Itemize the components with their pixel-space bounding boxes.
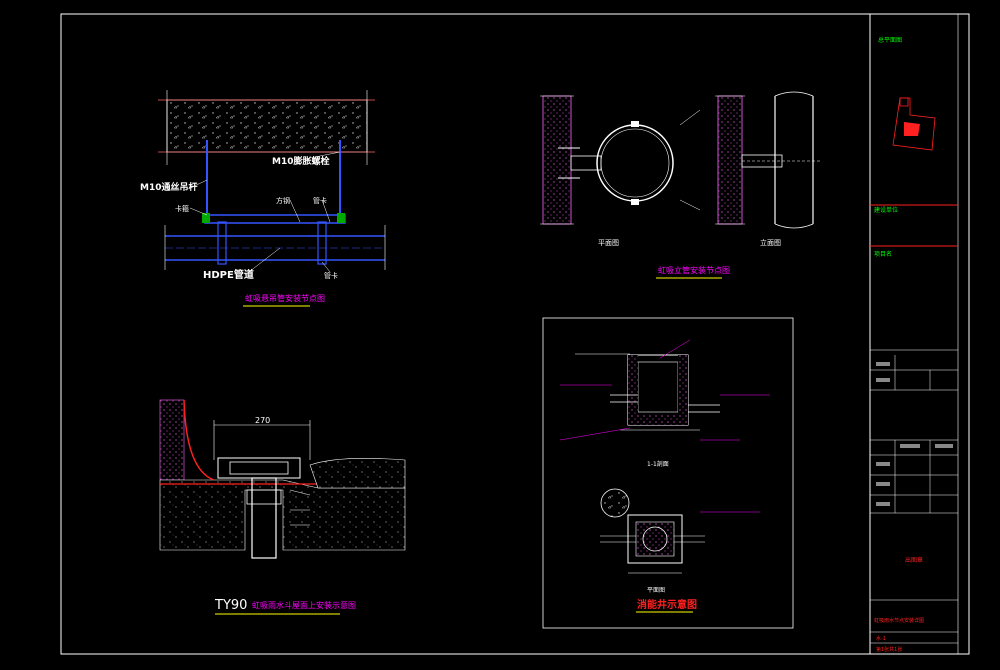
well-plan bbox=[600, 488, 760, 574]
outer-frame bbox=[60, 13, 970, 655]
label-m10-rod: M10通丝吊杆 bbox=[140, 181, 197, 193]
label-hdpe: HDPE管道 bbox=[203, 268, 254, 281]
label-m10-anchor: M10膨胀螺栓 bbox=[272, 155, 329, 167]
label-hoop: 管卡 bbox=[313, 196, 327, 205]
label-hoop-2: 管卡 bbox=[324, 271, 338, 280]
dim-270: 270 bbox=[255, 416, 270, 425]
label-plan: 平面图 bbox=[598, 239, 619, 247]
title-drawing-name: 虹吸雨水节点安装详图 bbox=[874, 617, 924, 624]
title-stamp: 出图章 bbox=[905, 556, 923, 564]
label-well-plan: 平面图 bbox=[647, 587, 665, 594]
well-section bbox=[559, 339, 770, 441]
caption-well: 消能井示意图 bbox=[637, 598, 697, 611]
well-detail-border bbox=[542, 317, 794, 629]
caption-ty90-code: TY90 bbox=[214, 598, 247, 613]
label-section-1-1: 1-1剖面 bbox=[647, 460, 669, 468]
label-clamp: 卡箍 bbox=[175, 204, 189, 213]
title-row-project: 项目名 bbox=[874, 250, 892, 258]
riser-plan-view bbox=[540, 95, 701, 225]
caption-riser: 虹吸立管安装节点图 bbox=[658, 265, 730, 275]
caption-ty90-text: 虹吸雨水斗屋面上安装示意图 bbox=[252, 600, 356, 610]
title-page: 第1张共1张 bbox=[876, 646, 902, 653]
caption-hanger: 虹吸悬吊管安装节点图 bbox=[245, 293, 325, 303]
title-row-client: 建设单位 bbox=[874, 206, 898, 214]
title-block bbox=[870, 204, 958, 644]
label-steel: 方钢 bbox=[276, 196, 290, 205]
hanger-detail bbox=[158, 90, 386, 276]
label-elevation: 立面图 bbox=[760, 238, 781, 247]
title-drawing-no: 水-1 bbox=[876, 635, 886, 642]
roof-drain-detail bbox=[159, 399, 406, 559]
key-plan-label: 总平面图 bbox=[878, 36, 902, 44]
key-plan-map bbox=[892, 97, 936, 151]
riser-elevation-view bbox=[715, 91, 820, 229]
